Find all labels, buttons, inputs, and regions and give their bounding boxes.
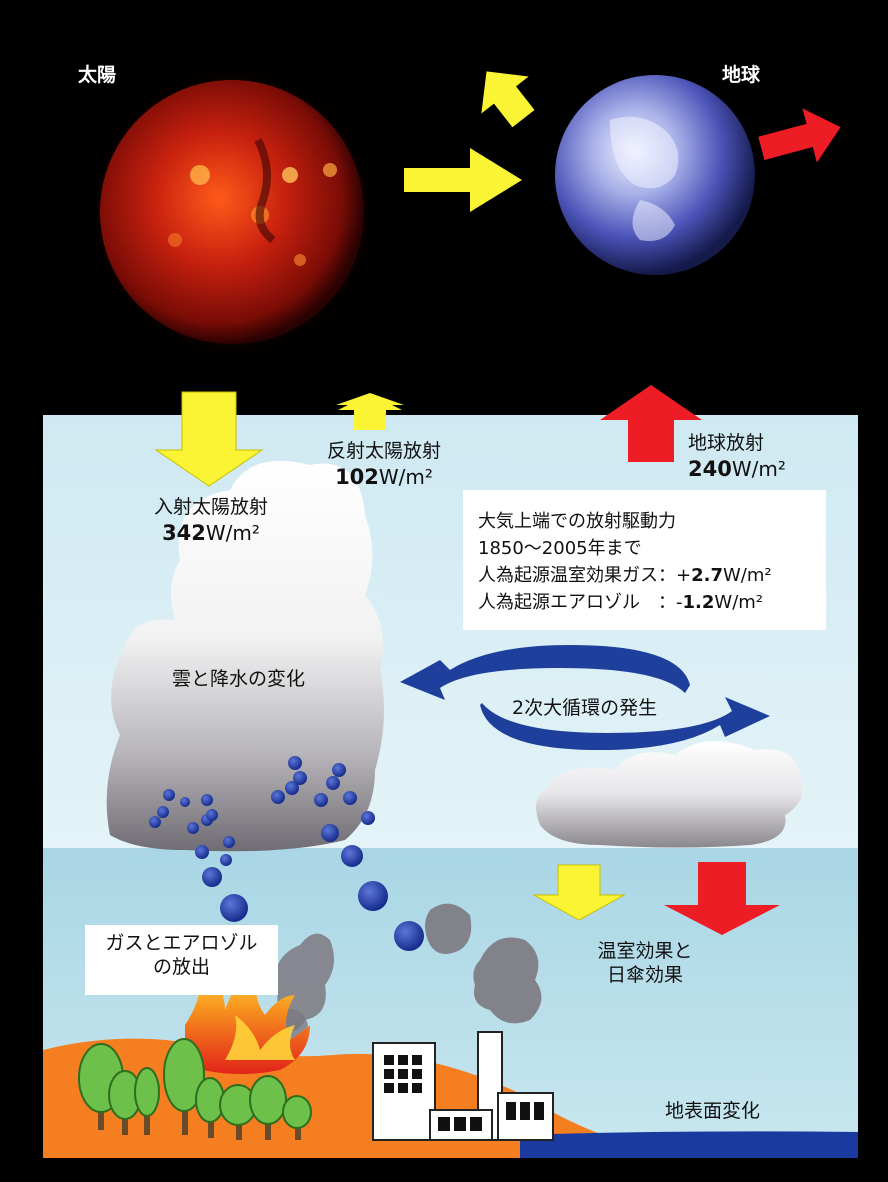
droplet (163, 789, 175, 801)
terrestrial-radiation-label: 地球放射 240W/m² (688, 432, 786, 483)
greenhouse-terrestrial-arrow (664, 862, 780, 935)
droplet (206, 809, 218, 821)
forcing-aerosol-row: 人為起源エアロゾル ：-1.2W/m² (478, 589, 772, 616)
droplet (288, 756, 302, 770)
droplet (180, 797, 190, 807)
droplet (321, 824, 339, 842)
greenhouse-solar-arrow (532, 864, 626, 921)
water (520, 1131, 858, 1158)
low-cloud (536, 741, 803, 848)
earth-image (555, 75, 755, 275)
forcing-aerosol-label: 人為起源エアロゾル ：- (478, 592, 683, 613)
terrestrial-arrow-space (758, 108, 841, 163)
terrestrial-radiation-arrow (600, 385, 702, 462)
forcing-period: 1850〜2005年まで (478, 538, 642, 559)
droplet (314, 793, 328, 807)
terrestrial-radiation-unit: W/m² (731, 456, 786, 481)
forcing-aerosol-unit: W/m² (714, 592, 764, 613)
emissions-line2: の放出 (152, 955, 210, 978)
cloud-precip-label: 雲と降水の変化 (172, 668, 306, 690)
emissions-box-bg (85, 925, 278, 995)
factory (372, 1031, 554, 1141)
terrestrial-radiation-value: 240 (688, 456, 732, 481)
terrestrial-radiation-name: 地球放射 (688, 432, 765, 454)
sun-image (82, 62, 382, 362)
droplet (201, 794, 213, 806)
forcing-aerosol-value: 1.2 (682, 592, 715, 613)
greenhouse-label: 温室効果と 日傘効果 (585, 940, 705, 988)
reflected-solar-label: 反射太陽放射 102W/m² (314, 440, 454, 491)
aerosol-droplets (149, 756, 424, 951)
droplet (271, 790, 285, 804)
droplet (220, 894, 248, 922)
forcing-ghg-row: 人為起源温室効果ガス：+2.7W/m² (478, 562, 772, 589)
sun-label: 太陽 (78, 64, 117, 86)
incoming-solar-arrow (154, 391, 264, 487)
incoming-solar-unit: W/m² (205, 520, 260, 545)
reflected-solar-unit: W/m² (378, 464, 433, 489)
convective-cloud (106, 460, 385, 852)
droplet (358, 881, 388, 911)
circulation-label: 2次大循環の発生 (512, 697, 658, 719)
earth-label: 地球 (722, 64, 761, 86)
forcing-ghg-value: 2.7 (691, 565, 723, 586)
greenhouse-line2: 日傘効果 (606, 963, 683, 986)
reflected-solar-arrow (336, 393, 404, 430)
emissions-line1: ガスとエアロゾル (105, 932, 258, 954)
circulation-arrows (400, 645, 770, 750)
droplet (341, 845, 363, 867)
smoke-plumes (275, 903, 542, 1041)
forcing-box-bg (463, 490, 826, 630)
droplet (195, 845, 209, 859)
reflected-solar-name: 反射太陽放射 (326, 440, 441, 462)
forcing-title: 大気上端での放射駆動力 (478, 511, 676, 532)
droplet (157, 806, 169, 818)
droplet (293, 771, 307, 785)
forcing-ghg-unit: W/m² (722, 565, 772, 586)
reflected-arrow-space (481, 71, 535, 128)
droplet (149, 816, 161, 828)
droplet (343, 791, 357, 805)
droplet (285, 781, 299, 795)
droplet (223, 836, 235, 848)
droplet (326, 776, 340, 790)
reflected-solar-value: 102 (335, 464, 379, 489)
forcing-ghg-label: 人為起源温室効果ガス：+ (478, 565, 692, 586)
droplet (332, 763, 346, 777)
solar-arrow-to-earth (404, 148, 522, 212)
greenhouse-line1: 温室効果と (597, 940, 693, 962)
surface-change-label: 地表面変化 (665, 1100, 761, 1122)
emissions-label: ガスとエアロゾル の放出 (85, 932, 278, 980)
forcing-box: 大気上端での放射駆動力 1850〜2005年まで 人為起源温室効果ガス：+2.7… (478, 508, 772, 616)
droplet (394, 921, 424, 951)
droplet (187, 822, 199, 834)
droplet (220, 854, 232, 866)
incoming-solar-label: 入射太陽放射 342W/m² (138, 496, 284, 547)
droplet (361, 811, 375, 825)
incoming-solar-value: 342 (162, 520, 206, 545)
incoming-solar-name: 入射太陽放射 (153, 496, 268, 518)
forest (78, 1038, 312, 1140)
droplet (202, 867, 222, 887)
